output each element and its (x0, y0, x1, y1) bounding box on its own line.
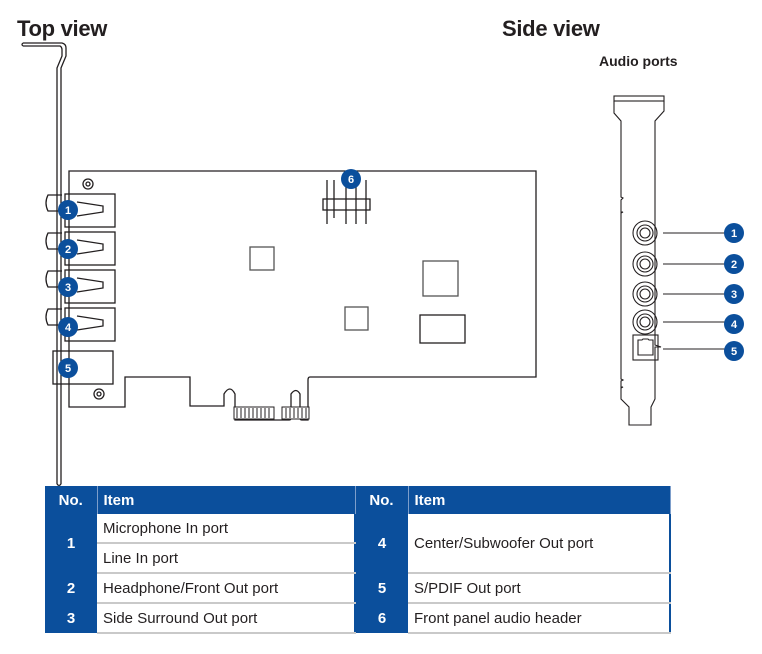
top-view-heading: Top view (17, 16, 108, 41)
side-view-bracket (613, 95, 727, 426)
svg-text:1: 1 (731, 228, 737, 240)
svg-text:5: 5 (731, 346, 737, 358)
row-item: S/PDIF Out port (408, 573, 671, 604)
table-row: 2 Headphone/Front Out port 5 S/PDIF Out … (45, 573, 671, 604)
row-item: Side Surround Out port (97, 603, 356, 634)
callout-top-4: 4 (58, 317, 78, 337)
bracket-outline (23, 42, 67, 484)
row-item: Center/Subwoofer Out port (408, 514, 671, 574)
row-item: Front panel audio header (408, 603, 671, 634)
row-no: 6 (355, 603, 408, 633)
header-no-left: No. (45, 486, 98, 514)
table-header-row: No. Item No. Item (45, 486, 671, 514)
callout-side-1: 1 (724, 223, 744, 243)
svg-text:4: 4 (731, 319, 738, 331)
header-item-right: Item (408, 486, 671, 514)
callout-top-2: 2 (58, 239, 78, 259)
table-row: 3 Side Surround Out port 6 Front panel a… (45, 603, 671, 634)
ports-table: No. Item No. Item 1 Microphone In port 4… (45, 486, 671, 634)
svg-text:3: 3 (65, 282, 71, 294)
svg-text:2: 2 (731, 259, 737, 271)
row-no: 2 (45, 573, 97, 603)
callout-top-1: 1 (58, 200, 78, 220)
svg-text:1: 1 (65, 205, 71, 217)
pcb-outline (68, 170, 537, 421)
row-item: Headphone/Front Out port (97, 573, 356, 604)
table-row: Line In port (45, 543, 670, 574)
row-item: Microphone In port (97, 514, 356, 544)
audio-ports-heading: Audio ports (599, 53, 678, 69)
side-view-heading: Side view (502, 16, 600, 41)
svg-text:5: 5 (65, 363, 71, 375)
callout-side-5: 5 (724, 341, 744, 361)
svg-text:4: 4 (65, 322, 72, 334)
table-row: 1 Microphone In port 4 Center/Subwoofer … (45, 514, 671, 574)
row-no: 3 (45, 603, 97, 633)
callout-side-4: 4 (724, 314, 744, 334)
svg-text:3: 3 (731, 289, 737, 301)
header-no-right: No. (355, 486, 409, 514)
svg-text:2: 2 (65, 244, 71, 256)
row-no: 4 (355, 514, 408, 573)
callout-side-2: 2 (724, 254, 744, 274)
svg-text:6: 6 (348, 174, 354, 186)
callout-top-6: 6 (341, 169, 361, 189)
row-item: Line In port (97, 543, 356, 574)
callout-side-3: 3 (724, 284, 744, 304)
callout-top-3: 3 (58, 277, 78, 297)
header-item-left: Item (97, 486, 356, 514)
callout-top-5: 5 (58, 358, 78, 378)
row-no: 1 (45, 514, 97, 573)
row-no: 5 (355, 573, 408, 603)
